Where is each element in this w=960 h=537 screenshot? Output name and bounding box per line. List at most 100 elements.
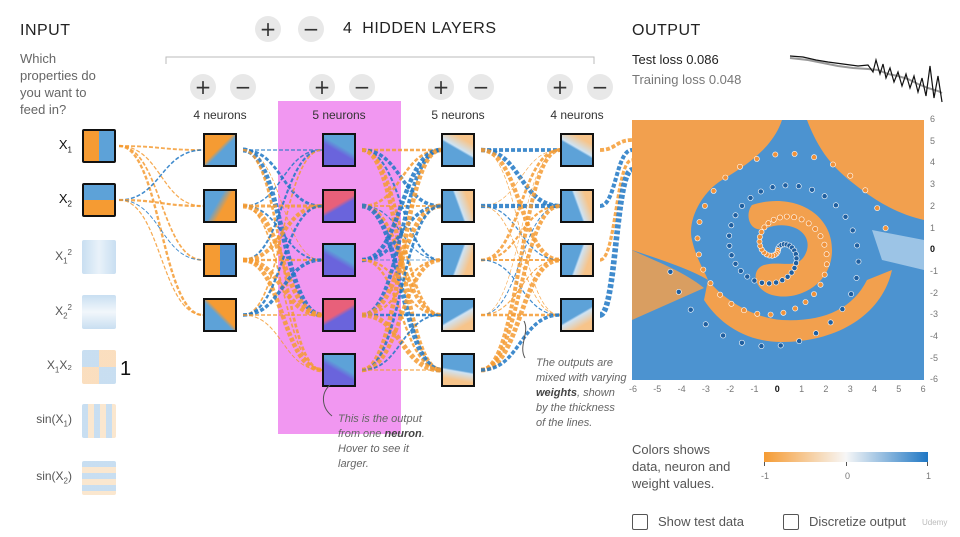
neuron-note-period: . (421, 428, 425, 440)
data-point (782, 182, 789, 189)
show-test-data-label[interactable]: Show test data (658, 514, 744, 529)
neuron[interactable] (322, 243, 356, 277)
data-point (779, 277, 786, 284)
data-point (761, 224, 768, 231)
weights-note-line-4: by the thickness (536, 402, 615, 414)
discretize-output-label[interactable]: Discretize output (809, 514, 906, 529)
weight-link (361, 204, 442, 262)
neuron[interactable] (203, 133, 237, 167)
data-point (802, 299, 809, 305)
y-axis-tick: -5 (930, 352, 939, 363)
remove-neuron-button[interactable]: − (349, 74, 375, 100)
data-point (811, 154, 817, 161)
data-point (823, 261, 830, 268)
test-loss-label: Test loss (632, 52, 683, 67)
data-point (737, 163, 743, 170)
neuron[interactable] (441, 189, 475, 223)
weights-note: The outputs are mixed with varying weigh… (536, 356, 626, 431)
neuron[interactable] (441, 298, 475, 332)
neuron[interactable] (560, 189, 594, 223)
data-point (772, 151, 779, 158)
x-axis-tick: 2 (823, 384, 829, 394)
layer-neuron-count: 4 neurons (550, 108, 604, 122)
discretize-output-checkbox[interactable] (783, 514, 799, 530)
neuron[interactable] (322, 353, 356, 387)
neuron[interactable] (322, 133, 356, 167)
neuron-note-bold: neuron (384, 428, 422, 440)
feature-toggle[interactable] (82, 129, 116, 163)
data-point (777, 342, 784, 349)
neuron[interactable] (441, 353, 475, 387)
input-question-line-1: Which (20, 51, 57, 66)
weight-link (242, 257, 323, 373)
data-point (853, 275, 860, 281)
remove-neuron-button[interactable]: − (587, 74, 613, 100)
hidden-layers-count: 4 (343, 20, 353, 37)
hidden-layers-title: 4 HIDDEN LAYERS (343, 20, 497, 38)
neuron[interactable] (441, 243, 475, 277)
data-point (739, 203, 745, 209)
neuron[interactable] (560, 298, 594, 332)
data-point (848, 291, 854, 297)
weight-link (242, 258, 323, 317)
data-point (821, 271, 828, 278)
weight-link (242, 204, 323, 317)
feature-main: X (55, 304, 64, 318)
weight-link (361, 148, 442, 262)
data-point (855, 258, 862, 265)
data-point (717, 291, 723, 298)
neuron[interactable] (441, 133, 475, 167)
feature-toggle[interactable] (82, 240, 116, 274)
x-axis-tick: 0 (774, 384, 780, 394)
add-neuron-button[interactable]: + (547, 74, 573, 100)
data-point (751, 277, 758, 284)
neuron[interactable] (560, 243, 594, 277)
weight-link (480, 149, 561, 316)
data-point (780, 309, 787, 316)
show-test-data-checkbox[interactable] (632, 514, 648, 530)
remove-neuron-button[interactable]: − (468, 74, 494, 100)
data-point (783, 213, 790, 220)
neuron[interactable] (203, 189, 237, 223)
weight-link (599, 138, 633, 152)
feature-toggle[interactable] (82, 404, 116, 438)
weight-link (361, 258, 442, 317)
y-axis-tick: 1 (930, 222, 936, 233)
input-question: Which properties do you want to feed in? (20, 50, 96, 118)
data-point (667, 268, 674, 275)
feature-toggle[interactable] (82, 183, 116, 217)
data-point (757, 234, 763, 240)
weights-note-line-2: mixed with varying (536, 372, 627, 384)
neuron[interactable] (322, 298, 356, 332)
remove-neuron-button[interactable]: − (230, 74, 256, 100)
legend-line-3: weight values. (632, 476, 715, 491)
feature-toggle[interactable] (82, 295, 116, 329)
minus-icon: − (472, 75, 490, 99)
data-point (798, 216, 805, 223)
weight-link (480, 149, 561, 207)
training-loss-value: 0.048 (708, 72, 742, 87)
neuron[interactable] (560, 133, 594, 167)
output-heatmap[interactable] (632, 120, 924, 380)
add-neuron-button[interactable]: + (428, 74, 454, 100)
neuron[interactable] (203, 298, 237, 332)
feature-toggle[interactable] (82, 350, 116, 384)
data-point (874, 205, 881, 211)
add-layer-button[interactable]: + (255, 16, 281, 42)
remove-layer-button[interactable]: − (298, 16, 324, 42)
feature-toggle[interactable] (82, 461, 116, 495)
x-axis-tick: 6 (920, 384, 926, 394)
neuron[interactable] (203, 243, 237, 277)
legend-tick-max: 1 (926, 471, 932, 481)
weights-note-bold: weights (536, 387, 577, 399)
data-point (694, 235, 701, 242)
loss-sparkline (789, 55, 943, 103)
weight-link (599, 158, 633, 262)
legend-line-2: data, neuron and (632, 459, 731, 474)
data-point (796, 338, 803, 344)
data-point (791, 214, 797, 221)
neuron[interactable] (322, 189, 356, 223)
add-neuron-button[interactable]: + (190, 74, 216, 100)
add-neuron-button[interactable]: + (309, 74, 335, 100)
feature-main: sin(X (36, 469, 64, 483)
